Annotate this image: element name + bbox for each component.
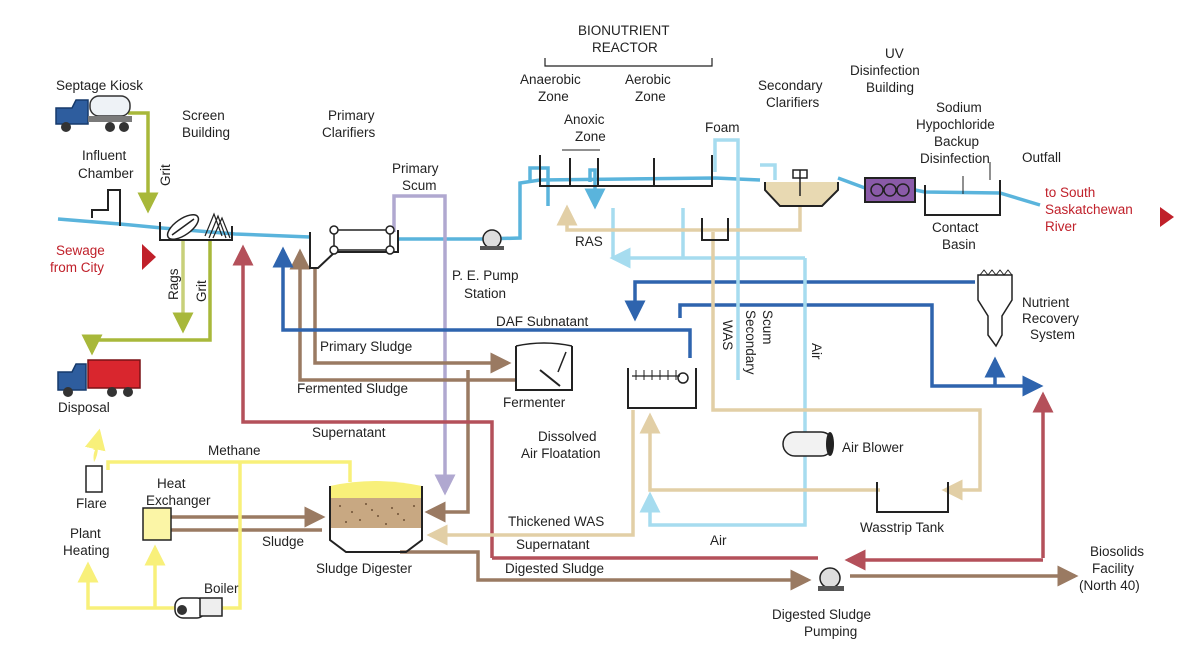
nutrient-recovery-icon — [977, 269, 1013, 348]
influent-chamber-icon — [91, 189, 121, 226]
label-grit-lower: Grit — [194, 280, 209, 302]
uv-disinfection-icon — [864, 177, 916, 203]
label-disposal: Disposal — [58, 400, 110, 415]
label-primary-sludge: Primary Sludge — [320, 339, 412, 354]
label-boiler: Boiler — [204, 581, 239, 596]
heat-exchanger-supply-line — [77, 462, 242, 610]
label-thickened-was: Thickened WAS — [508, 514, 604, 529]
label-air-lower: Air — [710, 533, 727, 548]
ras-line — [556, 200, 802, 232]
primary-sludge-line — [313, 268, 512, 374]
label-ras: RAS — [575, 234, 603, 249]
air-line — [639, 258, 807, 527]
thickened-was-line — [426, 410, 635, 546]
disposal-truck-icon — [57, 359, 141, 397]
flare-arrow — [84, 428, 106, 452]
digested-sludge-pump-icon — [818, 567, 844, 591]
river-outflow-arrow-icon — [1160, 207, 1174, 227]
ras-tank-icon — [701, 218, 729, 241]
label-grit-upper: Grit — [158, 164, 173, 186]
digested-sludge-line — [400, 550, 812, 591]
label-digested-sludge: Digested Sludge — [505, 561, 604, 576]
septage-grit-line — [128, 111, 159, 214]
label-fermented-sludge: Fermented Sludge — [297, 381, 408, 396]
screen-building-icon — [159, 212, 233, 241]
label-foam: Foam — [705, 120, 740, 135]
label-supernatant-lower: Supernatant — [516, 537, 590, 552]
secondary-return-line — [760, 163, 777, 180]
contact-basin-icon — [924, 180, 1001, 216]
label-air-blower: Air Blower — [842, 440, 904, 455]
label-was: WAS — [720, 320, 735, 350]
label-sludge-digester: Sludge Digester — [316, 561, 413, 576]
supernatant-return-line — [232, 244, 494, 558]
fermenter-icon — [515, 342, 573, 391]
label-sludge: Sludge — [262, 534, 304, 549]
foam-line — [713, 138, 740, 380]
label-flare: Flare — [76, 496, 107, 511]
secondary-clarifier-icon — [764, 169, 839, 207]
daf-icon — [627, 368, 697, 409]
label-rags: Rags — [166, 268, 181, 300]
label-wasstrip-tank: Wasstrip Tank — [860, 520, 944, 535]
sewage-inflow-arrow-icon — [142, 244, 156, 270]
sludge-digester-icon — [329, 481, 423, 553]
label-fermenter: Fermenter — [503, 395, 566, 410]
label-daf-subnatant: DAF Subnatant — [496, 314, 589, 329]
label-air-vertical: Air — [809, 343, 824, 360]
primary-effluent-flow — [398, 176, 761, 241]
label-supernatant-upper: Supernatant — [312, 425, 386, 440]
main-sewage-flow — [57, 217, 311, 239]
label-methane: Methane — [208, 443, 261, 458]
was-line — [711, 232, 982, 501]
label-outfall: Outfall — [1022, 150, 1061, 165]
primary-clarifier-icon — [309, 225, 399, 269]
flare-icon — [85, 446, 103, 493]
air-to-reactor-line — [613, 208, 805, 258]
sludge-to-digester-line — [424, 370, 470, 523]
air-blower-icon — [782, 431, 834, 457]
nutrient-feed-line — [678, 303, 1044, 397]
septage-truck-icon — [55, 95, 132, 132]
wasstrip-tank-icon — [876, 482, 949, 513]
bionutrient-reactor-icon — [539, 58, 713, 187]
fermented-sludge-line — [289, 248, 516, 382]
wasstrip-return-line — [639, 412, 880, 492]
heat-exchanger-icon — [142, 507, 172, 541]
pe-pump-icon — [480, 229, 504, 250]
primary-scum-line — [392, 194, 456, 496]
boiler-icon — [174, 597, 223, 619]
grit-line — [81, 240, 212, 356]
nutrient-return-line — [624, 280, 975, 322]
methane-line — [106, 460, 352, 482]
daf-subnatant-line — [272, 246, 692, 358]
label-septage-kiosk: Septage Kiosk — [56, 78, 143, 93]
